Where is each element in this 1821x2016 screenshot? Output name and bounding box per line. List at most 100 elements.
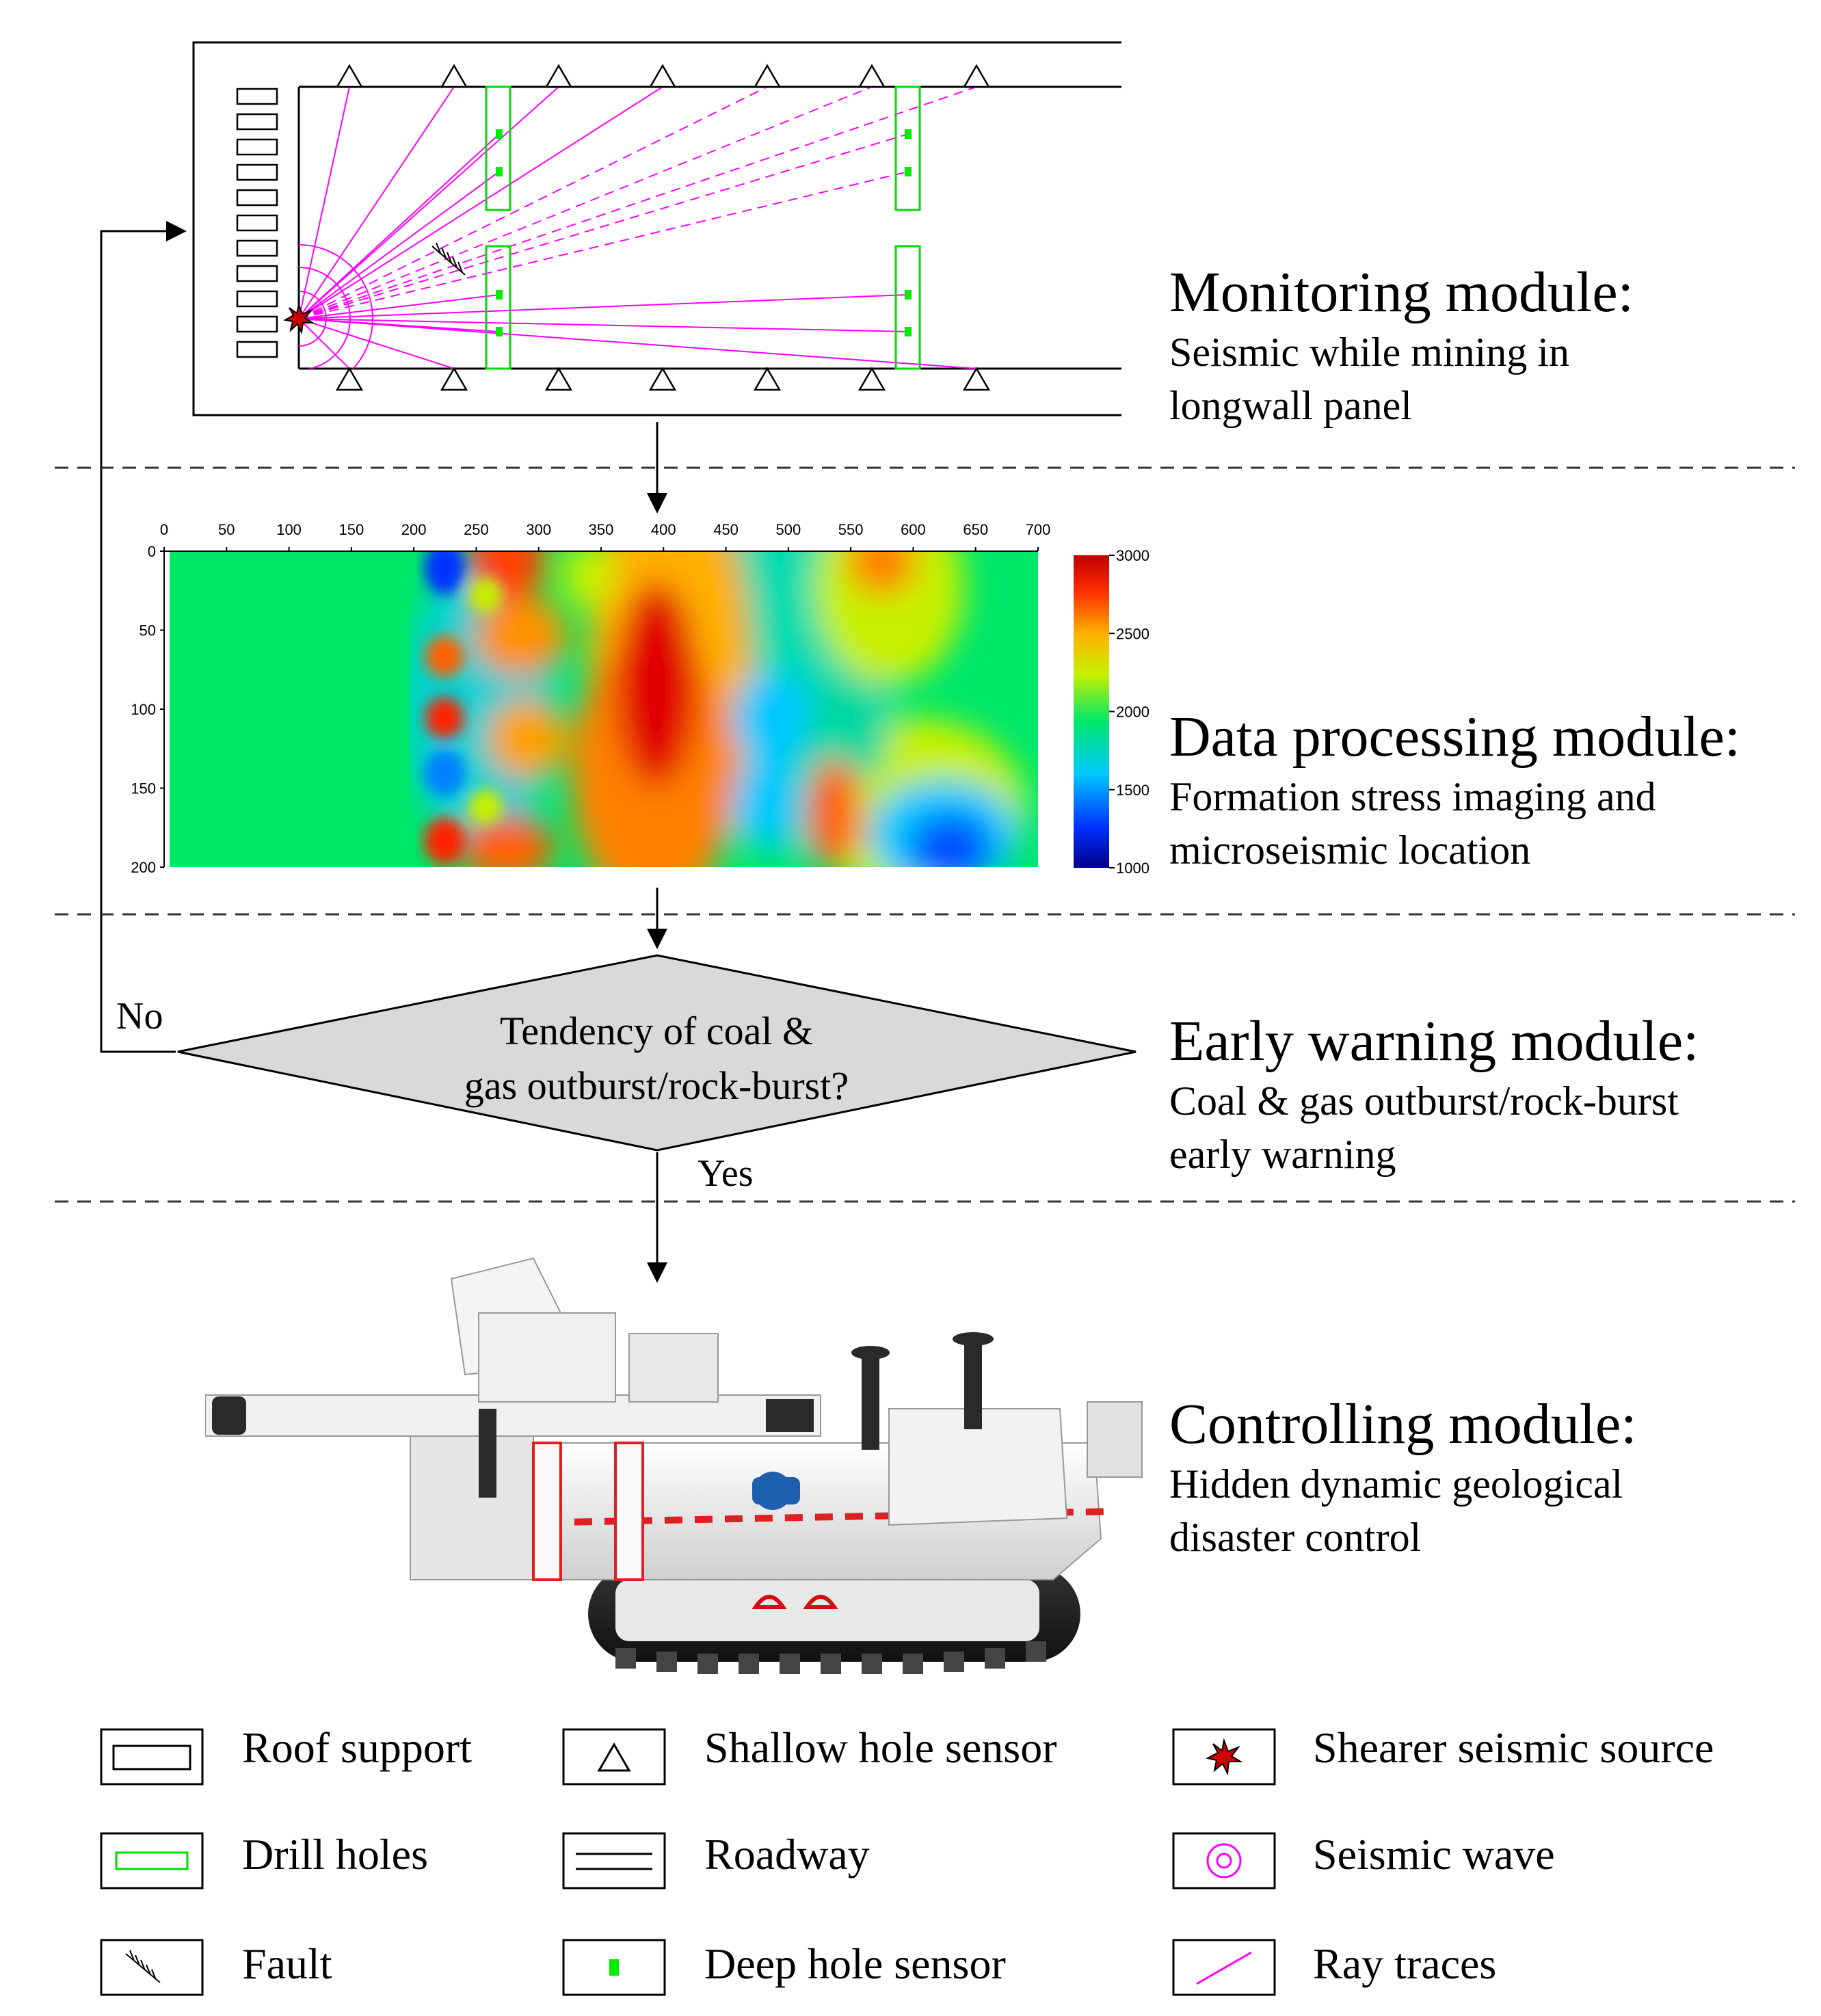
monitoring-module-desc-2: longwall panel (1169, 383, 1412, 428)
feedback-line (100, 221, 187, 1053)
shallow-hole-sensor (440, 64, 468, 88)
ray-trace (298, 86, 873, 319)
y-tick-label: 200 (131, 859, 156, 876)
roof-support (236, 138, 278, 156)
x-tick-label: 150 (338, 521, 364, 538)
legend-label-seismic-wave: Seismic wave (1313, 1830, 1555, 1879)
drilling-rig-illustration (205, 1257, 1143, 1674)
no-label: No (116, 995, 163, 1037)
shallow-hole-sensors-bottom (335, 367, 991, 391)
ray-trace (298, 294, 909, 319)
yes-label: Yes (697, 1152, 754, 1195)
x-tick-label: 650 (963, 521, 988, 538)
seismic-wave-icon (1172, 1832, 1276, 1889)
fault-icon (431, 242, 466, 276)
x-tick-label: 100 (276, 521, 302, 538)
x-tick-label: 550 (838, 521, 864, 538)
x-tick-label: 450 (713, 521, 739, 538)
panel-frame (192, 41, 1121, 416)
colorbar-tick-label: 2000 (1116, 704, 1149, 721)
ray-trace (298, 318, 350, 369)
legend-label-drill-holes: Drill holes (242, 1830, 428, 1879)
colorbar (1074, 555, 1109, 868)
roof-support (236, 239, 278, 257)
legend-label-deep-hole-sensor: Deep hole sensor (704, 1939, 1006, 1988)
ray-traces (298, 86, 977, 369)
legend-label-roadway: Roadway (704, 1830, 870, 1879)
decision-question-line-2: gas outburst/rock-burst? (464, 1063, 849, 1108)
colorbar-tick-label: 1000 (1116, 860, 1149, 877)
x-tick-label: 0 (160, 521, 168, 538)
ray-trace (298, 171, 909, 319)
shallow-hole-sensor (335, 367, 364, 391)
data-processing-module-desc-2: microseismic location (1169, 827, 1531, 873)
data-processing-module-label: Data processing module: Formation stress… (1169, 704, 1740, 877)
shallow-hole-sensor (858, 64, 886, 88)
shallow-hole-sensor (962, 367, 991, 391)
early-warning-module-title: Early warning module: (1169, 1009, 1699, 1073)
shallow-hole-sensors-top (335, 64, 991, 88)
roof-supports (236, 88, 278, 358)
ray-trace (298, 133, 500, 319)
x-tick-label: 700 (1026, 521, 1051, 538)
x-tick-label: 500 (775, 521, 801, 538)
early-warning-module-desc-2: early warning (1169, 1132, 1396, 1177)
shallow-hole-sensor (544, 367, 573, 391)
x-tick-label: 350 (589, 521, 614, 538)
monitoring-module-title: Monitoring module: (1169, 261, 1634, 324)
y-tick-label: 100 (131, 701, 156, 718)
ray-trace (298, 86, 559, 319)
roof-support (236, 113, 278, 131)
roof-support (236, 315, 278, 333)
ray-trace (298, 86, 455, 319)
roof-support-icon (100, 1728, 204, 1786)
shearer-seismic-source-icon (283, 302, 315, 335)
deep-hole-sensor-icon (562, 1939, 666, 1996)
dividers (55, 466, 1795, 1203)
ray-trace (298, 86, 768, 319)
ray-trace (298, 133, 909, 319)
x-tick-label: 300 (526, 521, 551, 538)
legend-label-shallow-hole-sensor: Shallow hole sensor (704, 1723, 1057, 1772)
controlling-module-desc-2: disaster control (1169, 1515, 1422, 1560)
ray-traces-icon (1172, 1939, 1276, 1996)
legend-label-roof-support: Roof support (242, 1723, 472, 1772)
early-warning-module-label: Early warning module: Coal & gas outburs… (1169, 1009, 1699, 1181)
decision-question-line-1: Tendency of coal & (499, 1009, 814, 1053)
roof-support (236, 341, 278, 358)
shallow-hole-sensor (648, 367, 677, 391)
ray-trace (298, 294, 500, 319)
ray-trace (298, 86, 663, 319)
decision-diamond (177, 954, 1137, 1152)
drill-holes-icon (100, 1832, 204, 1889)
shallow-hole-sensor (648, 64, 677, 88)
ray-trace (298, 318, 977, 369)
roof-support (236, 88, 278, 105)
shallow-hole-sensor (962, 64, 991, 88)
roof-support (236, 265, 278, 282)
x-tick-label: 50 (218, 521, 235, 538)
shallow-hole-sensor (335, 64, 364, 88)
x-tick-label: 250 (464, 521, 489, 538)
roof-support (236, 290, 278, 308)
drill-holes (485, 85, 921, 370)
early-warning-module-desc-1: Coal & gas outburst/rock-burst (1169, 1078, 1679, 1124)
ray-trace (298, 318, 909, 332)
y-tick-label: 0 (148, 543, 156, 560)
shallow-hole-sensor (544, 64, 573, 88)
shallow-hole-sensor (753, 367, 782, 391)
roadway-icon (562, 1832, 666, 1889)
x-tick-label: 400 (651, 521, 676, 538)
data-processing-module-desc-1: Formation stress imaging and (1169, 774, 1656, 819)
legend-label-fault: Fault (242, 1939, 332, 1988)
decision-question: Tendency of coal & gas outburst/rock-bur… (383, 1004, 930, 1113)
roof-support (236, 189, 278, 207)
shearer-seismic-source-icon (1172, 1728, 1276, 1786)
legend-label-ray-traces: Ray traces (1313, 1939, 1497, 1988)
